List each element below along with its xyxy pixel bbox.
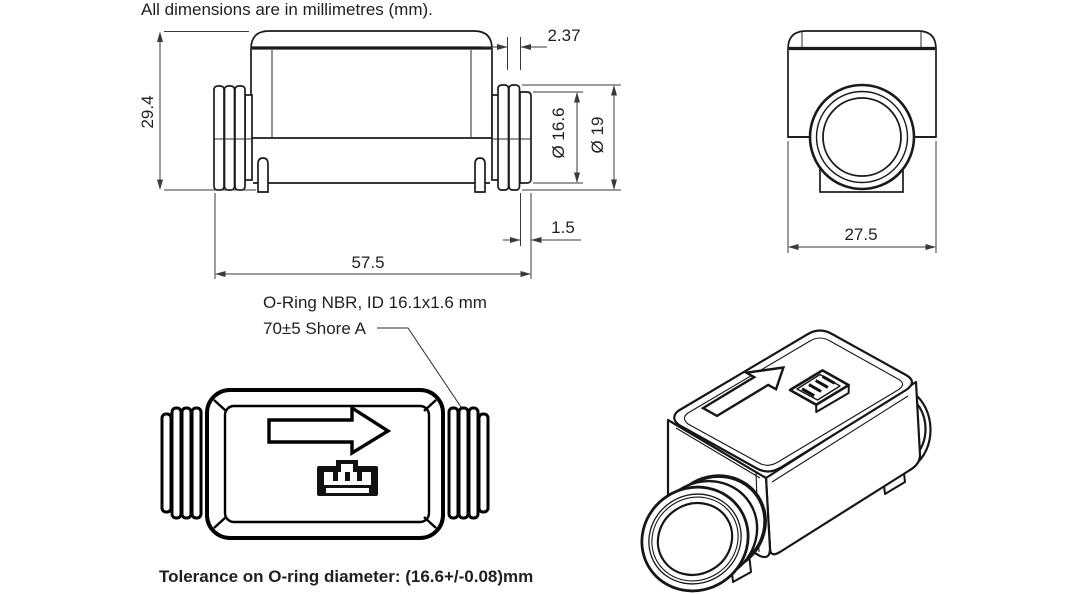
tolerance-note: Tolerance on O-ring diameter: (16.6+/-0.… — [159, 567, 533, 586]
dim-label-width: 27.5 — [844, 225, 877, 244]
iso-port — [640, 474, 767, 593]
front-view: 29.4 2.37 Ø 16.6 Ø 19 — [138, 26, 621, 279]
mounting-leg — [474, 157, 486, 193]
iso-flow-arrow-icon — [700, 366, 786, 418]
dim-label-inner-dia: Ø 16.6 — [549, 107, 568, 158]
sensor-body-top — [205, 388, 445, 540]
dim-body-width: 27.5 — [787, 141, 937, 253]
dim-label-groove: 2.37 — [547, 26, 580, 45]
dim-end-lip: 1.5 — [503, 193, 581, 246]
dim-inner-diameter: Ø 16.6 — [533, 91, 583, 184]
iso-connector-icon — [788, 369, 850, 413]
dim-label-height: 29.4 — [138, 95, 157, 128]
dim-groove-width: 2.37 — [482, 26, 581, 70]
right-barb-fitting-top — [447, 406, 490, 520]
mounting-leg — [257, 157, 269, 193]
end-lip — [519, 91, 532, 184]
left-barb-fitting-top — [160, 406, 203, 520]
oring-spec-label: O-Ring NBR, ID 16.1x1.6 mm — [263, 293, 487, 312]
dim-overall-length: 57.5 — [214, 193, 532, 279]
port-circles — [808, 83, 916, 191]
dim-label-length: 57.5 — [351, 253, 384, 272]
end-view: 27.5 — [787, 30, 937, 253]
dim-overall-height: 29.4 — [138, 31, 256, 191]
left-barb-fitting — [213, 85, 253, 191]
sensor-body — [250, 30, 493, 139]
oring-hardness-label: 70±5 Shore A — [263, 319, 367, 338]
oring-annotation: O-Ring NBR, ID 16.1x1.6 mm 70±5 Shore A — [263, 293, 487, 415]
dim-label-outer-dia: Ø 19 — [588, 117, 607, 154]
isometric-view — [640, 329, 932, 593]
connector-icon — [317, 460, 378, 496]
units-note: All dimensions are in millimetres (mm). — [141, 0, 433, 19]
right-barb-fitting — [491, 84, 532, 191]
flow-direction-arrow-icon — [267, 404, 392, 457]
top-view — [160, 388, 490, 540]
dim-label-lip: 1.5 — [551, 218, 575, 237]
dim-outer-diameter: Ø 19 — [522, 84, 621, 191]
